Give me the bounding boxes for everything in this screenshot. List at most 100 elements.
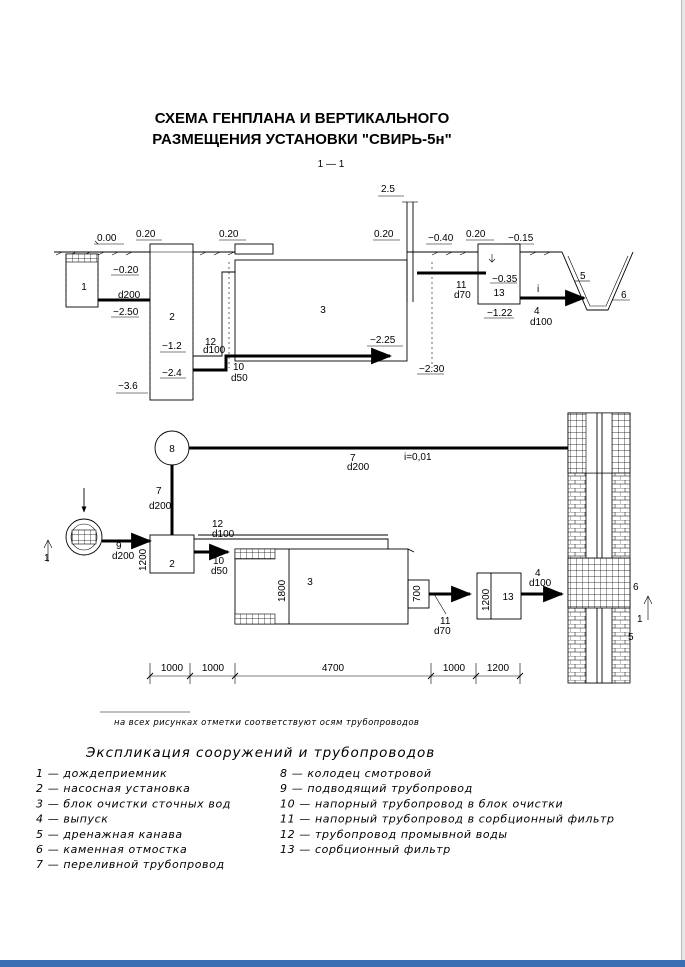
svg-text:5: 5	[628, 632, 634, 643]
svg-text:5: 5	[580, 271, 586, 282]
dim-2: 1000	[202, 663, 225, 674]
svg-text:−2.25: −2.25	[370, 335, 396, 346]
svg-text:12: 12	[205, 337, 217, 348]
legend-item: 3 — блок очистки сточных вод	[36, 797, 231, 810]
section-label: 1 — 1	[318, 159, 345, 170]
legend-item: 11 — напорный трубопровод в сорбционный …	[280, 813, 615, 826]
svg-text:0.00: 0.00	[97, 233, 117, 244]
dim-4: 1000	[443, 663, 466, 674]
svg-text:d100: d100	[203, 345, 226, 356]
rain-receiver-grate	[65, 253, 99, 263]
svg-text:1200: 1200	[481, 588, 492, 611]
footnote: на всех рисунках отметки соответствуют о…	[114, 718, 419, 728]
label-3: 3	[320, 305, 326, 316]
svg-text:d100: d100	[212, 529, 235, 540]
legend-item: 9 — подводящий трубопровод	[280, 782, 473, 795]
dim-5: 1200	[487, 663, 510, 674]
svg-text:1: 1	[637, 614, 643, 625]
legend-item: 1 — дождеприемник	[36, 767, 167, 780]
pump-unit-plan	[149, 534, 195, 574]
pipe-12-section	[193, 271, 235, 357]
stone-pavement-outlet	[567, 557, 631, 609]
svg-text:d50: d50	[231, 373, 248, 384]
svg-text:6: 6	[621, 290, 627, 301]
sorption-filter-plan	[476, 572, 522, 620]
svg-text:10: 10	[233, 362, 245, 373]
section-view: 1 d200 0.00 −0.20 −2.50 −3.6 2 0.20 −1.2…	[54, 184, 634, 401]
legend-item: 4 — выпуск	[36, 813, 109, 826]
svg-text:d100: d100	[530, 317, 553, 328]
svg-text:4: 4	[534, 306, 540, 317]
svg-text:d50: d50	[211, 566, 228, 577]
svg-text:d200: d200	[112, 551, 135, 562]
svg-text:−1.22: −1.22	[487, 308, 513, 319]
legend-left: 1 — дождеприемник 2 — насосная установка 3…	[36, 767, 231, 871]
svg-text:7: 7	[156, 486, 162, 497]
svg-text:−2.50: −2.50	[113, 307, 139, 318]
viewer-bottom-bar	[0, 960, 685, 967]
svg-text:i=0,01: i=0,01	[404, 452, 432, 463]
svg-text:0.20: 0.20	[466, 229, 486, 240]
svg-text:4: 4	[535, 568, 541, 579]
dim-1: 1000	[161, 663, 184, 674]
pipe-10-section	[193, 347, 393, 372]
svg-text:d70: d70	[434, 626, 451, 637]
plan-view: 8 7 d200 i=0,01 7 d200 1 9 d200 2 1200 1…	[43, 412, 653, 684]
svg-text:−0.35: −0.35	[492, 274, 518, 285]
label-1: 1	[81, 282, 87, 293]
legend-right: 8 — колодец смотровой 9 — подводящий труб…	[280, 767, 615, 856]
legend-item: 7 — переливной трубопровод	[36, 858, 225, 871]
svg-text:1800: 1800	[277, 579, 288, 602]
label-13: 13	[493, 288, 505, 299]
svg-text:6: 6	[633, 582, 639, 593]
svg-text:d100: d100	[529, 578, 552, 589]
svg-text:2.5: 2.5	[381, 184, 395, 195]
svg-text:0.20: 0.20	[374, 229, 394, 240]
label-3-plan: 3	[307, 577, 313, 588]
vent-riser	[406, 202, 414, 302]
svg-text:d70: d70	[454, 290, 471, 301]
legend-item: 5 — дренажная канава	[36, 828, 183, 841]
svg-text:700: 700	[412, 585, 423, 602]
svg-text:9: 9	[116, 541, 122, 552]
sorption-filter-section	[477, 243, 521, 305]
label-13-plan: 13	[502, 592, 514, 603]
treatment-block-plan	[234, 548, 409, 625]
svg-text:7: 7	[350, 453, 356, 464]
title-line-1: СХЕМА ГЕНПЛАНА И ВЕРТИКАЛЬНОГО	[155, 110, 450, 127]
svg-text:11: 11	[440, 616, 451, 627]
svg-text:−0.40: −0.40	[428, 233, 454, 244]
legend-item: 12 — трубопровод промывной воды	[280, 828, 508, 841]
legend-item: 8 — колодец смотровой	[280, 767, 432, 780]
svg-text:−0.20: −0.20	[113, 265, 139, 276]
svg-text:1200: 1200	[138, 548, 149, 571]
ground-hatching	[55, 251, 551, 256]
svg-text:0.20: 0.20	[136, 229, 156, 240]
title-line-2: РАЗМЕЩЕНИЯ УСТАНОВКИ "СВИРЬ-5н"	[152, 131, 451, 148]
legend-item: 13 — сорбционный фильтр	[280, 843, 451, 856]
pipe-12-plan	[194, 534, 389, 549]
rain-receiver-plan	[65, 518, 103, 556]
legend-item: 6 — каменная отмостка	[36, 843, 187, 856]
svg-text:d200: d200	[149, 501, 172, 512]
treatment-block-section	[234, 259, 408, 362]
svg-text:d200: d200	[347, 462, 370, 473]
label-2-plan: 2	[169, 559, 175, 570]
label-8: 8	[169, 444, 175, 455]
svg-text:−3.6: −3.6	[118, 381, 138, 392]
svg-text:11: 11	[456, 280, 467, 291]
legend-item: 10 — напорный трубопровод в блок очистки	[280, 797, 563, 810]
legend-item: 2 — насосная установка	[36, 782, 191, 795]
dimension-chain	[149, 663, 521, 684]
svg-text:12: 12	[212, 519, 224, 530]
svg-text:i: i	[537, 284, 539, 295]
svg-text:0.20: 0.20	[219, 229, 239, 240]
label-d200: d200	[118, 290, 141, 301]
svg-text:−1.2: −1.2	[162, 341, 182, 352]
svg-text:−0.15: −0.15	[508, 233, 534, 244]
svg-text:10: 10	[213, 556, 225, 567]
svg-text:1: 1	[44, 553, 50, 564]
svg-text:−2.30: −2.30	[419, 364, 445, 375]
dim-3: 4700	[322, 663, 345, 674]
